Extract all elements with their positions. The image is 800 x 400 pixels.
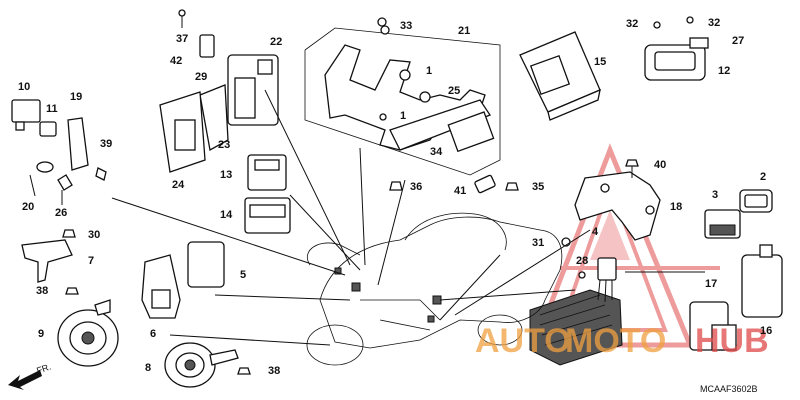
connectors-13-14 bbox=[244, 154, 291, 234]
label-4: 4 bbox=[592, 226, 599, 238]
label-12: 12 bbox=[718, 65, 730, 77]
label-30: 30 bbox=[88, 229, 100, 241]
label-38b: 38 bbox=[268, 365, 280, 377]
label-27: 27 bbox=[732, 35, 744, 47]
label-24: 24 bbox=[172, 179, 185, 191]
left-parts-group bbox=[11, 99, 107, 205]
label-19: 19 bbox=[70, 91, 82, 103]
label-20: 20 bbox=[22, 201, 34, 213]
label-15: 15 bbox=[594, 56, 606, 68]
watermark-text: AUTO MOTO HUB bbox=[475, 322, 769, 360]
label-42: 42 bbox=[170, 55, 182, 67]
label-40: 40 bbox=[654, 159, 666, 171]
front-arrow-icon bbox=[8, 370, 42, 390]
bracket-group-21 bbox=[304, 25, 501, 176]
label-18: 18 bbox=[670, 201, 682, 213]
label-38a: 38 bbox=[36, 285, 48, 297]
horns bbox=[57, 287, 251, 388]
label-23: 23 bbox=[218, 139, 230, 151]
label-1b: 1 bbox=[400, 110, 406, 122]
regulator-group bbox=[529, 171, 661, 366]
label-17: 17 bbox=[705, 278, 717, 290]
relay-holder-group bbox=[159, 9, 279, 173]
diagram-code: MCAAF3602B bbox=[700, 384, 758, 394]
label-5: 5 bbox=[240, 269, 246, 281]
label-32b: 32 bbox=[708, 17, 720, 29]
label-11: 11 bbox=[46, 103, 58, 115]
label-35: 35 bbox=[532, 181, 544, 193]
label-25: 25 bbox=[448, 85, 460, 97]
label-26: 26 bbox=[55, 207, 67, 219]
label-13: 13 bbox=[220, 169, 232, 181]
label-22: 22 bbox=[270, 36, 282, 48]
module-12 bbox=[644, 16, 709, 81]
watermark-moto: MOTO bbox=[565, 322, 666, 360]
label-6: 6 bbox=[150, 328, 156, 340]
label-34: 34 bbox=[430, 146, 443, 158]
watermark-auto: AUTO bbox=[475, 322, 571, 360]
label-33: 33 bbox=[400, 20, 412, 32]
module-16 bbox=[741, 244, 783, 318]
label-28: 28 bbox=[576, 255, 588, 267]
label-10: 10 bbox=[18, 81, 30, 93]
label-2: 2 bbox=[760, 171, 766, 183]
front-label: FR. bbox=[35, 362, 52, 376]
leader-lines bbox=[111, 89, 705, 346]
label-7: 7 bbox=[88, 255, 94, 267]
small-hardware bbox=[377, 17, 519, 194]
label-41: 41 bbox=[454, 185, 466, 197]
label-39: 39 bbox=[100, 138, 112, 150]
watermark-hub: HUB bbox=[695, 322, 769, 360]
label-21: 21 bbox=[458, 25, 470, 37]
ecu-module-15 bbox=[519, 31, 601, 121]
label-3: 3 bbox=[712, 189, 718, 201]
bracket-7 bbox=[21, 229, 76, 283]
label-31: 31 bbox=[532, 237, 544, 249]
label-29: 29 bbox=[195, 71, 207, 83]
part-17 bbox=[689, 301, 737, 351]
motorcycle-outline bbox=[306, 212, 563, 366]
label-8: 8 bbox=[145, 362, 151, 374]
label-9: 9 bbox=[38, 328, 44, 340]
label-37: 37 bbox=[176, 33, 188, 45]
panel-parts-5-6 bbox=[141, 241, 225, 319]
part-labels: 37 42 29 22 23 24 33 21 1 25 1 34 36 41 … bbox=[18, 17, 772, 394]
bolts-right bbox=[561, 159, 639, 247]
label-1a: 1 bbox=[426, 65, 432, 77]
label-32a: 32 bbox=[626, 18, 638, 30]
label-16: 16 bbox=[760, 325, 772, 337]
label-36: 36 bbox=[410, 181, 422, 193]
label-14: 14 bbox=[220, 209, 233, 221]
parts-2-3 bbox=[704, 189, 773, 239]
